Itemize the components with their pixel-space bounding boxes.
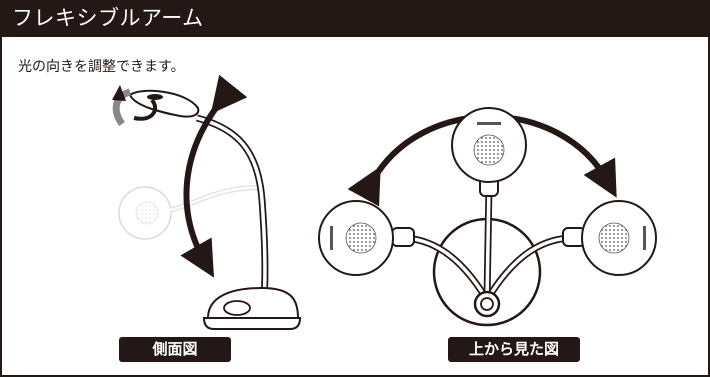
section-header: フレキシブルアーム xyxy=(0,0,710,37)
side-view-drawing xyxy=(112,74,302,330)
lamp-head-side xyxy=(128,89,200,118)
gooseneck-arm xyxy=(196,114,269,301)
top-view-drawing xyxy=(318,107,657,327)
side-view-label: 側面図 xyxy=(119,337,231,362)
description-text: 光の向きを調整できます。 xyxy=(18,59,185,75)
lamp-head-right xyxy=(581,200,657,276)
lamp-base xyxy=(202,286,302,330)
swing-arrow-icon xyxy=(180,74,248,278)
lamp-head-top xyxy=(451,107,527,183)
top-view-label: 上から見た図 xyxy=(448,337,580,362)
section-title: フレキシブルアーム xyxy=(12,6,204,30)
illustration-area xyxy=(112,74,657,330)
rotate-arrow-icon xyxy=(112,85,158,127)
lamp-head-left xyxy=(318,200,394,276)
